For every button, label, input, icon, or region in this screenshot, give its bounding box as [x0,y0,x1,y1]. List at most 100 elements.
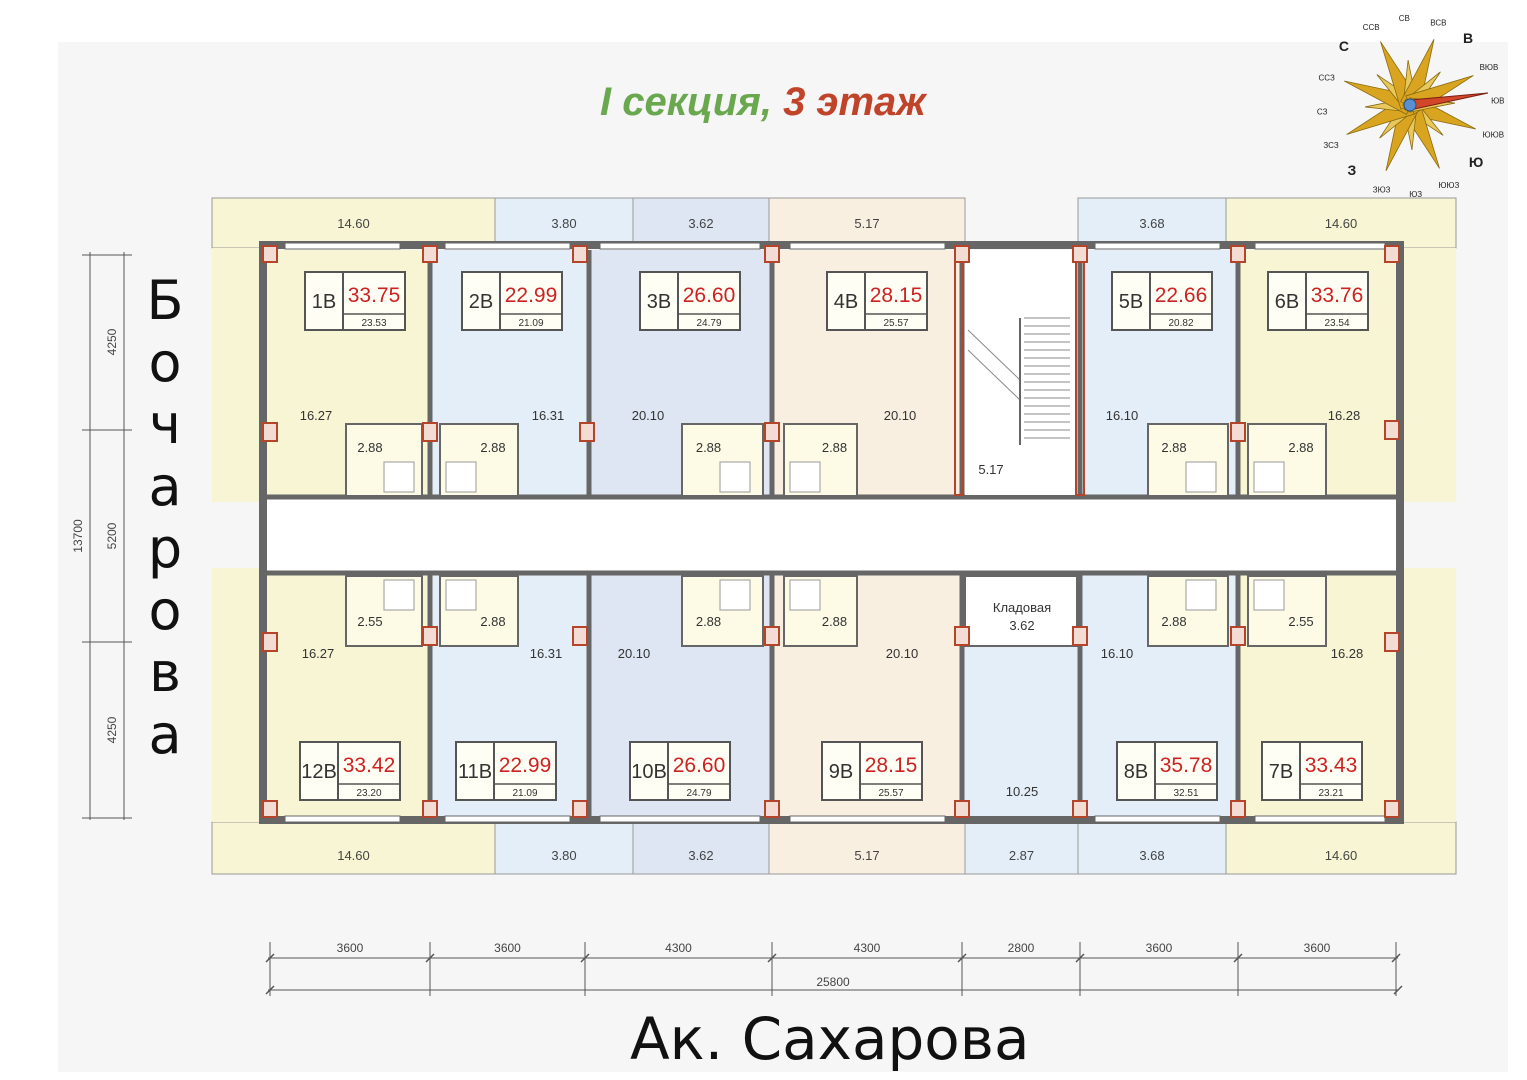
balcony-top-area: 3.62 [688,216,713,231]
dimension-tick [1233,953,1243,963]
apartment-top-living-area: 23.53 [361,318,386,329]
window [1254,815,1386,823]
apartment-bottom-box [1261,741,1363,801]
room-area: 16.31 [532,408,565,423]
dimension-total: 13700 [71,519,85,553]
apartment-top-box [1267,271,1369,331]
apartment-bottom-living-area: 21.09 [512,788,537,799]
window [444,815,571,823]
window [1094,815,1221,823]
storage-label: Кладовая [993,600,1051,615]
bathroom-area: 2.55 [1288,614,1313,629]
column [422,800,438,818]
apartment-top-number: 2В [469,291,493,313]
bathroom-area: 2.88 [480,614,505,629]
apartment-bottom-living-area: 32.51 [1173,788,1198,799]
shower-tray [789,461,821,493]
window [789,242,946,250]
window [1254,242,1386,250]
dimension-tick [957,953,967,963]
hall-area: 10.25 [1006,784,1039,799]
window [444,242,571,250]
room-area: 16.31 [530,646,563,661]
apartment-bottom-total-area: 33.42 [343,754,396,777]
apartment-top-box [304,271,406,331]
compass-label: ЮЗ [1409,190,1422,199]
dimension-tick [767,953,777,963]
column [1072,626,1088,646]
dimension-label: 2800 [1008,941,1035,955]
column [764,245,780,263]
apartment-bottom-living-area: 25.57 [878,788,903,799]
shower-tray [445,579,477,611]
stair-step [967,329,1021,381]
balcony-bottom-area: 3.62 [688,848,713,863]
column [572,800,588,818]
apartment-top-box [826,271,928,331]
bathroom-area: 2.88 [696,614,721,629]
side-strip [212,248,264,502]
bathroom-area: 2.88 [1288,440,1313,455]
apartment-bottom-living-area: 23.20 [356,788,381,799]
compass-label: СВ [1399,14,1410,23]
balcony-bottom-area: 3.80 [551,848,576,863]
dimension-total: 25800 [816,975,850,989]
window [599,815,761,823]
apartment-bottom-number: 9В [829,761,853,783]
column [262,245,278,263]
room-area: 16.28 [1331,646,1364,661]
room-area: 20.10 [632,408,665,423]
apartment-bottom-box [299,741,401,801]
apartment-bottom-total-area: 22.99 [499,754,552,777]
storage-room [964,575,1078,647]
balcony-bottom-area: 2.87 [1009,848,1034,863]
street-left-char: р [147,517,183,580]
apartment-bottom-total-area: 28.15 [865,754,918,777]
stair-area: 5.17 [978,462,1003,477]
window [284,815,401,823]
room-area: 16.27 [302,646,335,661]
window [789,815,946,823]
storage-area: 3.62 [1009,618,1034,633]
apartment-top-number: 5В [1119,291,1143,313]
column [1230,626,1246,646]
bathroom-area: 2.88 [822,440,847,455]
column [422,245,438,263]
column [1384,800,1400,818]
apartment-top-number: 6В [1275,291,1299,313]
room-area: 16.10 [1106,408,1139,423]
column [1230,422,1246,442]
column [422,626,438,646]
street-left-char: а [148,703,182,766]
compass-label: С [1339,38,1349,54]
apartment-top-total-area: 22.66 [1155,284,1208,307]
column [954,800,970,818]
balcony-bottom [632,821,770,875]
dimension-label: 4250 [105,716,119,743]
street-left-char: Б [146,269,184,332]
balcony-bottom-area: 14.60 [337,848,370,863]
page-title: I секция, 3 этаж [600,80,926,125]
apartment-top-living-area: 23.54 [1324,318,1349,329]
dimension-tick [265,953,275,963]
column [572,245,588,263]
dimension-tick [425,953,435,963]
apartment-bottom-box [629,741,731,801]
compass-label: ЗСЗ [1323,141,1338,150]
room-area: 16.27 [300,408,333,423]
bathroom-area: 2.88 [357,440,382,455]
apartment-top-box [639,271,741,331]
shower-tray [383,461,415,493]
dimension-label: 4300 [854,941,881,955]
bathroom-area: 2.55 [357,614,382,629]
apartment-top-number: 1В [312,291,336,313]
bathroom-area: 2.88 [1161,440,1186,455]
shower-tray [1185,579,1217,611]
shower-tray [719,579,751,611]
balcony-top [1225,197,1457,249]
apartment-bottom-box [821,741,923,801]
dimension-label: 3600 [494,941,521,955]
window [599,242,761,250]
room-area: 16.10 [1101,646,1134,661]
